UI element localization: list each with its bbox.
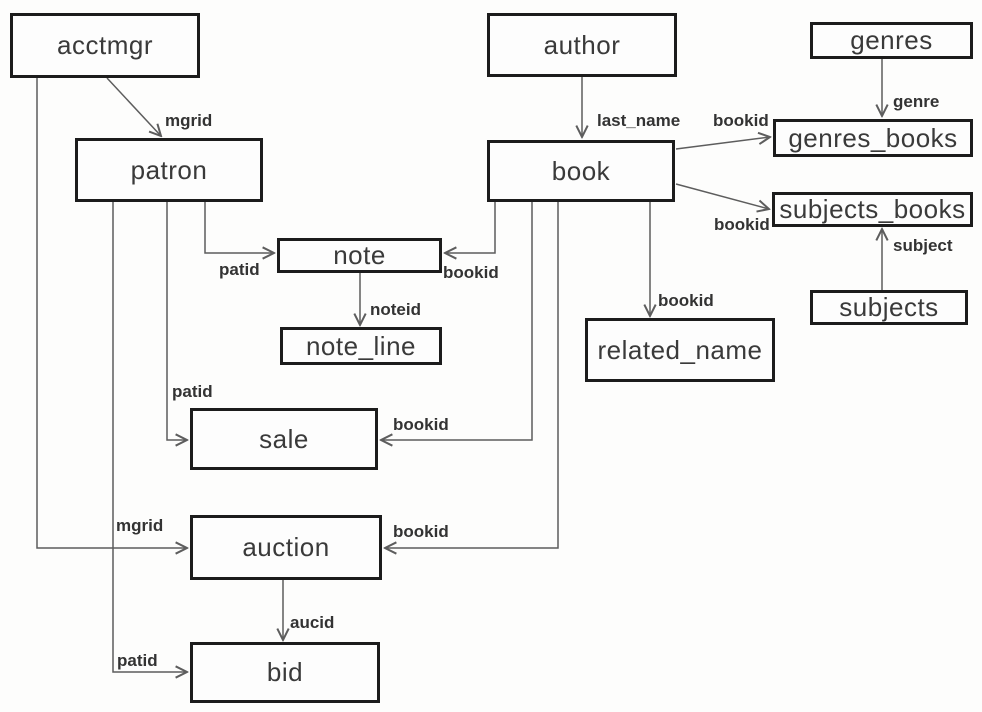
node-acctmgr: acctmgr [10,13,200,78]
node-note-line: note_line [280,327,442,365]
edge-label-book-sale: bookid [393,415,449,434]
node-book: book [487,140,675,202]
node-subjects: subjects [810,290,968,325]
node-note: note [277,238,442,273]
edge-label-genres-genres-books: genre [893,92,940,111]
edge-label-patron-note: patid [219,260,260,279]
edge-book-sale [381,202,533,440]
edge-label-book-auction: bookid [393,522,449,541]
edge-book-subjects-books [675,183,769,209]
edge-acctmgr-auction [36,78,187,548]
node-genres: genres [810,22,973,59]
edge-label-book-subjects-books: bookid [714,215,770,234]
node-sale: sale [190,408,378,470]
edge-book-auction [385,202,559,548]
node-bid: bid [190,642,380,703]
edge-patron-note [204,202,274,253]
edge-book-note [445,202,496,253]
edge-label-book-related-name: bookid [658,291,714,310]
node-author: author [487,13,677,77]
edge-patron-sale [166,202,187,440]
node-auction: auction [190,515,382,580]
edge-label-acctmgr-auction: mgrid [116,516,164,535]
edge-label-patron-sale: patid [172,382,213,401]
node-related-name: related_name [585,318,775,382]
edge-label-auction-bid: aucid [290,613,335,632]
node-genres-books: genres_books [773,119,973,157]
edge-label-note-note-line: noteid [370,300,421,319]
edge-patron-bid [112,202,187,672]
edge-label-acctmgr-patron: mgrid [165,111,213,130]
edge-acctmgr-patron [106,77,161,136]
node-patron: patron [75,138,263,202]
edge-label-author-book: last_name [597,111,681,130]
node-subjects-books: subjects_books [772,192,973,227]
edge-book-genres-books [675,137,770,150]
edge-label-subjects-subjects-books: subject [893,236,953,255]
edge-label-book-genres-books: bookid [713,111,769,130]
edge-label-book-note: bookid [443,263,499,282]
edge-label-patron-bid: patid [117,651,158,670]
